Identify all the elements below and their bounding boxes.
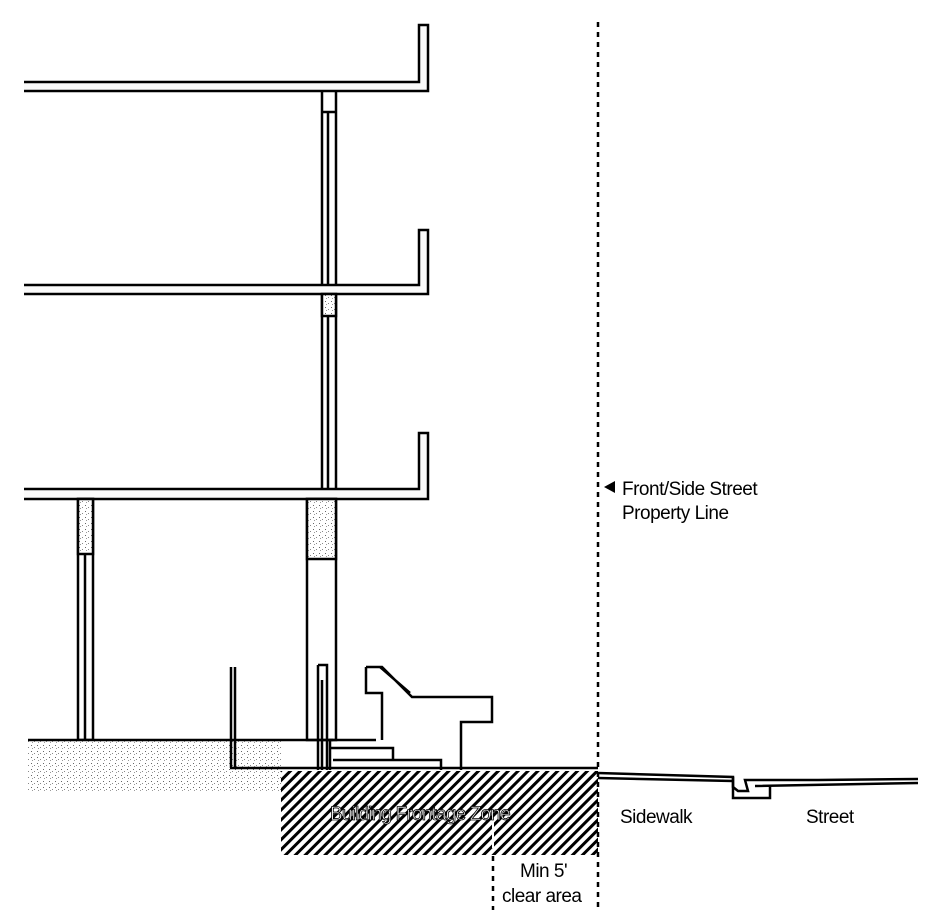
building-frontage-zone [281, 771, 598, 855]
column-mid [320, 294, 338, 489]
structure [24, 23, 919, 855]
street-label: Street [806, 807, 855, 828]
railing-post [229, 667, 237, 768]
door-frame [316, 663, 329, 770]
min-clear-label-2: clear area [502, 886, 582, 907]
property-line-arrow-icon [604, 481, 615, 493]
slab-top [24, 23, 430, 93]
slab-low [24, 431, 430, 501]
ground-stipple [28, 740, 283, 793]
column-upper [320, 92, 338, 285]
column-mid-cap [320, 292, 338, 318]
property-line-label-1: Front/Side Street [622, 479, 758, 500]
min-clear-label-1: Min 5' [520, 861, 567, 882]
sidewalk-line [597, 771, 919, 793]
sidewalk-label: Sidewalk [620, 807, 693, 828]
frontage-zone-label: Building Frontage Zone [330, 804, 510, 825]
stair-wall [364, 665, 494, 770]
slab-mid [24, 228, 430, 296]
curb [731, 777, 772, 800]
property-line-label-2: Property Line [622, 503, 729, 524]
stairs [328, 738, 443, 770]
